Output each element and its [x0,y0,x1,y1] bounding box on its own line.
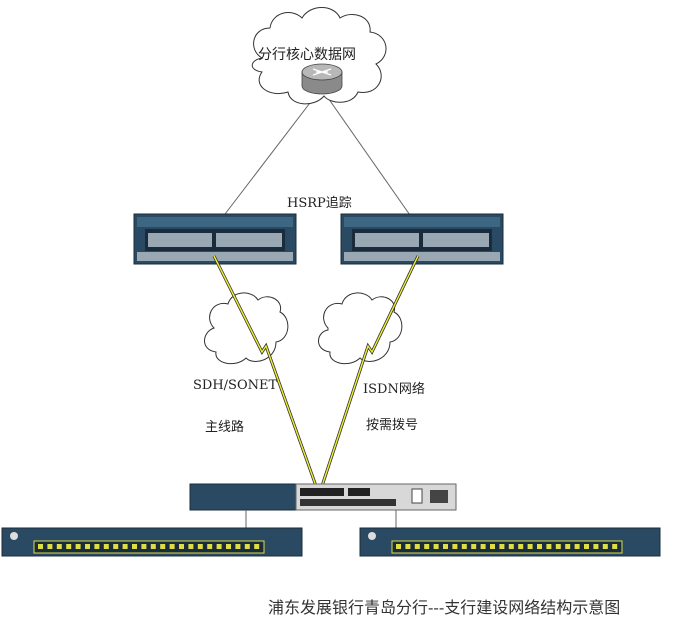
left-access-switch [1,527,303,557]
sdh-link [212,255,318,487]
switch-port [47,544,53,549]
switch-port [565,544,571,549]
switch-port [527,544,533,549]
core-router-icon [301,63,343,95]
switch-port [443,544,448,549]
switch-port [188,544,194,549]
switch-port [461,544,467,549]
switch-port [574,544,580,549]
switch-port [169,544,175,549]
switch-port [179,544,184,549]
switch-port [122,544,128,549]
core-network-label: 分行核心数据网 [258,47,356,63]
switch-port [593,544,599,549]
switch-port [38,544,43,549]
switch-port [499,544,505,549]
switch-port [150,544,156,549]
switch-port [216,544,222,549]
core-to-right-router-line [325,94,413,219]
switch-port [235,544,241,549]
switch-port [602,544,608,549]
switch-port [414,544,420,549]
switch-port [254,544,260,549]
hsrp-label: HSRP追踪 [287,196,352,211]
switch-port [480,544,486,549]
switch-port [490,544,495,549]
switch-port [546,544,552,549]
switch-port [197,544,203,549]
switch-port [396,544,401,549]
switch-port [471,544,477,549]
switch-port [244,544,250,549]
switch-port [85,544,90,549]
switch-port [612,544,618,549]
switch-port [226,544,231,549]
switch-port [103,544,109,549]
switch-port [56,544,62,549]
switch-port [94,544,100,549]
isdn-link [320,255,420,487]
isdn-label: ISDN网络 [363,382,425,397]
branch-router [189,483,457,511]
switch-port [555,544,561,549]
dial-on-demand-label: 按需拨号 [366,418,419,433]
core-to-left-router-line [221,94,317,219]
switch-port [433,544,439,549]
switch-port [207,544,213,549]
diagram-caption: 浦东发展银行青岛分行---支行建设网络结构示意图 [268,598,621,617]
switch-port [584,544,589,549]
sdh-label: SDH/SONET [193,378,278,393]
right-access-switch [359,527,661,557]
sdh-cloud [204,292,289,365]
switch-port [160,544,166,549]
switch-port [141,544,147,549]
primary-line-label: 主线路 [205,420,245,435]
switch-port [132,544,137,549]
switch-port [452,544,458,549]
switch-port [113,544,119,549]
switch-port [75,544,81,549]
switch-port [66,544,72,549]
right-router-chassis [340,213,504,265]
switch-port [424,544,430,549]
switch-port [537,544,542,549]
core-network-cloud [251,7,387,105]
switch-port [508,544,514,549]
switch-port [518,544,524,549]
isdn-cloud [318,292,403,365]
switch-port [405,544,411,549]
